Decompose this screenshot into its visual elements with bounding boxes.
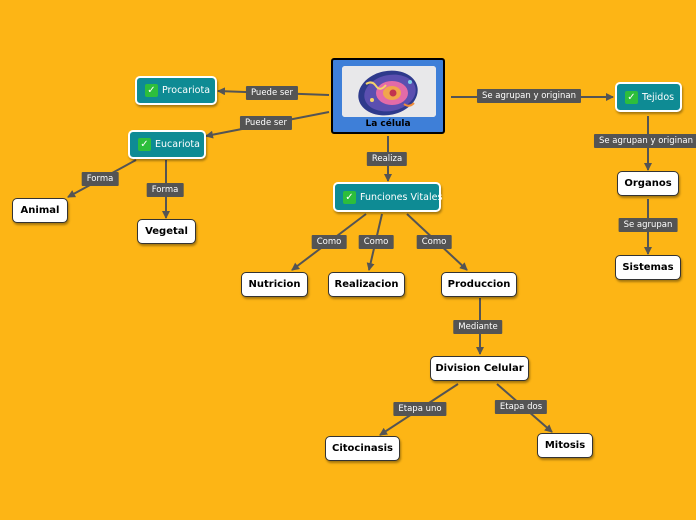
node-animal[interactable]: Animal <box>12 198 68 223</box>
node-mitosis[interactable]: Mitosis <box>537 433 593 458</box>
edge-label-etapa-dos: Etapa dos <box>494 400 548 414</box>
edge-label-puede-ser: Puede ser <box>245 86 299 100</box>
node-procariota-label: Procariota <box>162 85 211 96</box>
node-realizacion[interactable]: Realizacion <box>328 272 405 297</box>
node-nutricion[interactable]: Nutricion <box>241 272 308 297</box>
node-procariota[interactable]: ✓ Procariota <box>135 76 217 105</box>
edge-label-se-agrupan-y-originan: Se agrupan y originan <box>593 134 696 148</box>
node-funciones-label: Funciones Vitales <box>360 191 443 203</box>
node-citocinasis[interactable]: Citocinasis <box>325 436 400 461</box>
edge-label-etapa-uno: Etapa uno <box>393 402 447 416</box>
node-organos[interactable]: Organos <box>617 171 679 196</box>
node-tejidos[interactable]: ✓ Tejidos <box>615 82 682 112</box>
central-node-title: La célula <box>365 119 411 129</box>
edge-label-se-agrupan: Se agrupan <box>618 218 678 232</box>
node-eucariota[interactable]: ✓ Eucariota <box>128 130 206 159</box>
edge-label-forma: Forma <box>81 172 119 186</box>
node-produccion[interactable]: Produccion <box>441 272 517 297</box>
central-node-la-celula[interactable]: La célula <box>331 58 445 134</box>
node-eucariota-label: Eucariota <box>155 139 200 150</box>
cell-illustration <box>342 66 436 117</box>
edge-label-como: Como <box>311 235 347 249</box>
edge-label-como: Como <box>416 235 452 249</box>
edge-label-puede-ser: Puede ser <box>239 116 293 130</box>
edge-label-como: Como <box>358 235 394 249</box>
check-icon: ✓ <box>145 84 158 97</box>
edge-label-realiza: Realiza <box>366 152 408 166</box>
node-vegetal[interactable]: Vegetal <box>137 219 196 244</box>
check-icon: ✓ <box>343 190 356 204</box>
check-icon: ✓ <box>625 90 638 104</box>
node-tejidos-label: Tejidos <box>642 91 675 103</box>
node-sistemas[interactable]: Sistemas <box>615 255 681 280</box>
node-funciones-vitales[interactable]: ✓ Funciones Vitales <box>333 182 443 212</box>
edge-label-forma: Forma <box>146 183 184 197</box>
node-division-celular[interactable]: Division Celular <box>430 356 529 381</box>
edge-label-mediante: Mediante <box>453 320 503 334</box>
check-icon: ✓ <box>138 138 151 151</box>
edge-label-se-agrupan-y-originan: Se agrupan y originan <box>476 89 582 103</box>
